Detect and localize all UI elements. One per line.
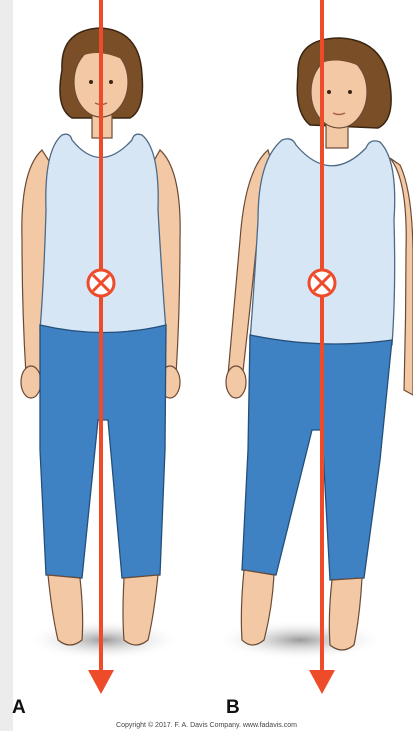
figure-b-shadow — [215, 620, 385, 660]
figure-b-gravity-arrowhead — [309, 670, 335, 694]
figure-a-hand-left — [21, 366, 41, 398]
figure-a-gravity-arrowhead — [88, 670, 114, 694]
panel-label-a: A — [12, 697, 26, 719]
figure-b-pants — [242, 335, 392, 580]
panel-label-b: B — [226, 697, 240, 719]
copyright-notice: Copyright © 2017. F. A. Davis Company. w… — [0, 722, 413, 729]
figure-b-eye-left — [327, 90, 331, 94]
figure-b-face — [311, 56, 367, 128]
figure-b-hand-left — [226, 366, 246, 398]
figure-a-eye-right — [109, 80, 113, 84]
figure-b-eye-right — [348, 90, 352, 94]
figure-a — [21, 0, 182, 694]
figure-b — [215, 0, 413, 694]
figure-a-eye-left — [89, 80, 93, 84]
figure-a-shadow — [26, 620, 182, 660]
